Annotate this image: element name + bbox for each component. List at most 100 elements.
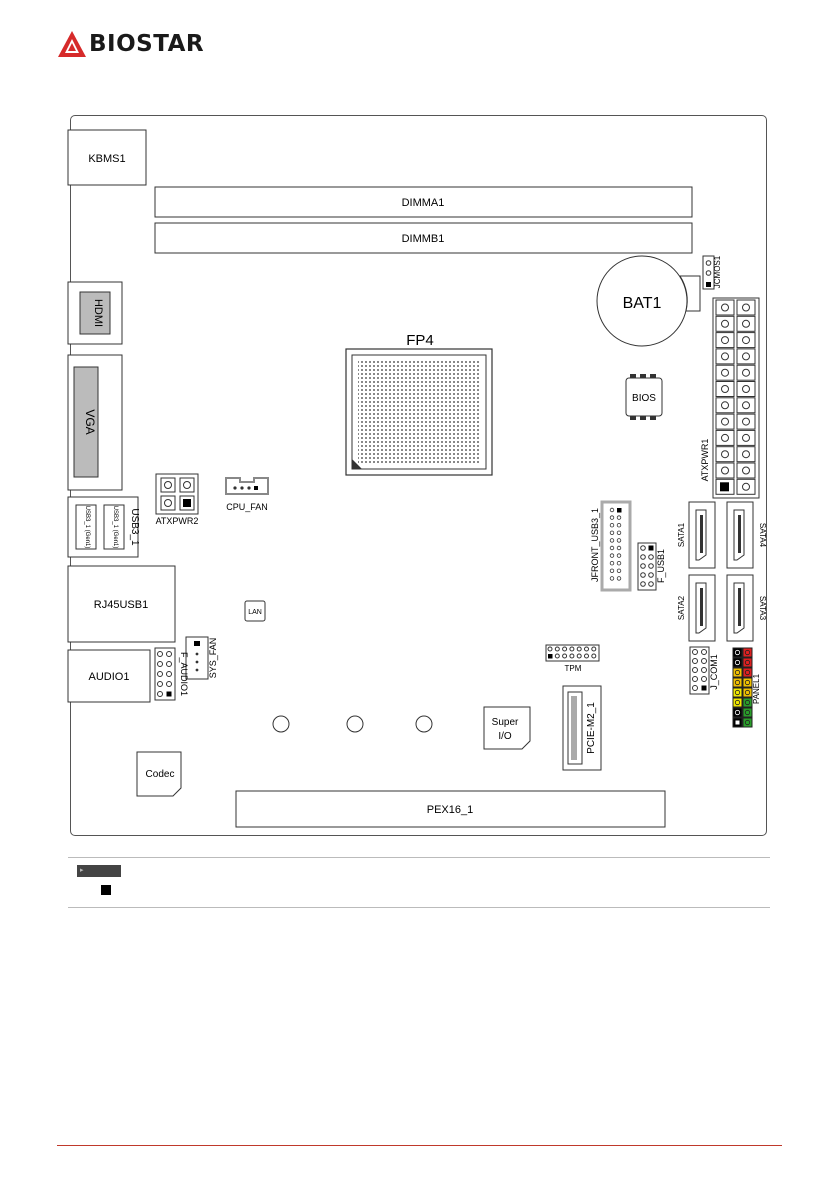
usb3-slot-1 [75,504,97,550]
panel-pin [734,659,741,666]
atx-pin [721,368,729,377]
atx-pin-cell [715,397,735,414]
jfront-pin [609,545,615,551]
panel-header-pins [732,647,753,728]
atx-pin [742,319,750,328]
audio-port [67,649,151,703]
mounting-hole [346,715,364,733]
note-tag-arrow-icon: ▸ [80,867,84,874]
panel-pin-cell [732,647,743,658]
atxpwr2-label: ATXPWR2 [156,516,199,526]
kbms-label: KBMS1 [88,153,125,165]
atx-pin-cell [736,446,756,463]
atxpwr1-pins [715,299,756,495]
panel-pin-cell [742,707,753,718]
atx-pin-cell [715,315,735,332]
panel-label: PANEL1 [752,673,761,704]
sata1-label: SATA1 [677,522,686,547]
panel-pin [734,709,741,716]
jfront-pin [609,515,615,520]
dimm-a-slot [154,186,693,218]
hdmi-connector [79,291,111,335]
panel-pin [744,709,751,716]
tpm-pin [591,653,597,659]
jfront-pin [609,561,615,566]
panel-pin-cell [732,677,743,688]
f-usb-pin [640,563,646,569]
f-usb-pin [640,572,646,578]
atx-pin [742,352,750,361]
panel-pin-cell [742,657,753,668]
jfront-pin [609,523,615,528]
jfront-pin1 [617,508,622,513]
jfront-pin [609,553,615,558]
mounting-hole [272,715,290,733]
panel-pin [734,669,741,676]
sata3-label: SATA3 [758,596,767,621]
atx-pin [721,303,729,312]
cpu-ball-grid [358,361,480,463]
panel-pin-cell [732,657,743,668]
usb3-slot-1-label: USB3_1 (Gen1) [84,506,90,549]
sata-ports [688,501,754,642]
f-audio-label: F_AUDIO1 [179,652,189,696]
jfront-usb3-pins [609,507,622,581]
atx-pin-cell [715,299,735,316]
f-usb-pin [648,563,654,569]
panel-pin1 [735,720,740,725]
atx-pin-cell [736,413,756,430]
atx-pin [721,433,729,442]
atx-pin [721,401,729,410]
panel-pin [744,669,751,676]
atx-pin-cell [715,332,735,349]
pin1-marker-icon [101,885,111,895]
jfront-pin [616,553,622,558]
sys-fan-label: SYS_FAN [208,638,218,679]
f-audio-pin [157,661,163,667]
atx-pin [721,417,729,426]
dimm-b-label: DIMMB1 [402,233,445,245]
j-com-pin [692,649,698,655]
super-io-label-line1: Super [492,717,519,728]
atx-pin-cell [715,348,735,365]
j-com-pin [692,685,698,691]
atx-pin [742,401,750,410]
jfront-pin [616,538,622,543]
usb3-port-label: USB3_1 [129,508,140,546]
jfront-pin [616,576,622,581]
panel-pin-cell [742,647,753,658]
pex16-slot [235,790,666,828]
f-usb-pin1 [648,545,654,551]
sata4-label: SATA4 [758,523,767,548]
jcmos-pin [705,270,712,276]
f-usb-pin [640,545,646,551]
tpm-pin1 [548,654,553,659]
jfront-pin [616,545,622,551]
jcmos-header [702,255,715,290]
f-audio-pin [157,681,163,687]
atx-pin-cell [736,397,756,414]
note-tag: ▸ [77,865,121,877]
panel-pin-cell [732,697,743,708]
panel-pin [744,719,751,726]
cpu-pin1-marker [352,459,362,469]
atx-pin [742,482,750,491]
f-usb-pin [640,554,646,560]
dimm-a-label: DIMMA1 [402,197,445,209]
f-audio-pin [166,651,172,657]
j-com-label: J_COM1 [709,654,719,690]
f-audio-pin [157,671,163,677]
panel-pin [744,659,751,666]
atx-pin [742,417,750,426]
atx-pin [721,336,729,345]
tpm-pin [547,646,553,652]
f-audio-pins [157,651,172,697]
f-audio-pin [157,691,163,697]
tpm-pin [576,646,582,652]
atx-pin [721,385,729,393]
vga-label: VGA [83,409,97,434]
note-divider-bottom [68,907,770,908]
dimm-b-slot [154,222,693,254]
f-audio-pin1 [166,691,172,697]
jfront-usb3-label: JFRONT_USB3_1 [590,508,600,582]
